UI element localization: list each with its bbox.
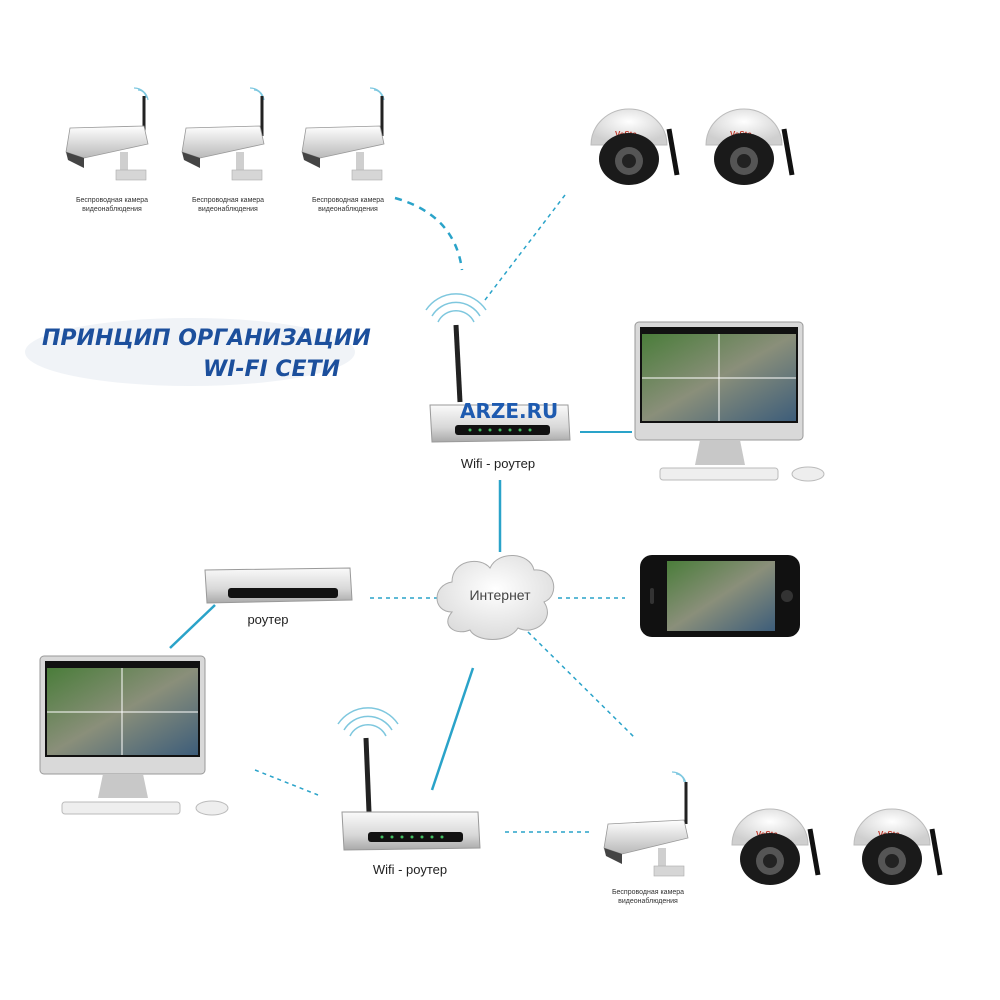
router-label: роутер <box>247 612 288 627</box>
dome-camera-2: VeSta <box>705 108 795 185</box>
internet-cloud: Интернет <box>436 555 555 640</box>
wifi-signal-icon <box>425 293 487 323</box>
watermark: ARZE.RU <box>460 399 558 423</box>
link-internet-wifi2 <box>430 667 475 791</box>
camera-label-line1: Беспроводная камера <box>192 197 264 204</box>
title-line1: ПРИНЦИП ОРГАНИЗАЦИИ <box>42 326 371 351</box>
link-cameras-router <box>394 196 464 271</box>
bullet-camera-2: Беспроводная камера видеонаблюдения <box>181 87 265 213</box>
diagram-title: ПРИНЦИП ОРГАНИЗАЦИИ WI-FI СЕТИ <box>25 318 371 386</box>
bullet-camera-1: Беспроводная камера видеонаблюдения <box>65 87 149 213</box>
monitor-top <box>634 321 825 482</box>
smartphone <box>640 555 800 637</box>
home-button-icon <box>781 590 793 602</box>
wifi-router-top: ARZE.RU Wifi - роутер <box>425 293 571 471</box>
link-monitor2-wifi2 <box>254 769 319 796</box>
mouse-icon <box>195 800 229 816</box>
wifi-signal-icon <box>337 707 399 737</box>
wifi-router-bottom-label: Wifi - роутер <box>373 862 447 877</box>
mouse-icon <box>791 466 825 482</box>
camera-label-line2: видеонаблюдения <box>318 205 378 213</box>
dome-camera-4: VeSta <box>853 808 943 885</box>
camera-label-line2: видеонаблюдения <box>198 205 258 213</box>
camera-label-line2: видеонаблюдения <box>82 205 142 213</box>
bullet-camera-4: Беспроводная камера видеонаблюдения <box>603 771 689 905</box>
link-router2-monitor <box>169 604 216 649</box>
router-left: роутер <box>204 567 353 627</box>
dome-camera-1: VeSta <box>590 108 680 185</box>
dome-camera-3: VeSta <box>731 808 821 885</box>
wifi-router-bottom: Wifi - роутер <box>337 707 481 877</box>
camera-label-line2: видеонаблюдения <box>618 897 678 905</box>
monitor-bottom <box>39 655 229 816</box>
internet-label: Интернет <box>469 587 531 603</box>
bullet-camera-3: Беспроводная камера видеонаблюдения <box>301 87 385 213</box>
camera-label-line1: Беспроводная камера <box>612 889 684 896</box>
camera-label-line1: Беспроводная камера <box>76 197 148 204</box>
connection-lines <box>169 194 636 833</box>
camera-label-line1: Беспроводная камера <box>312 197 384 204</box>
wifi-signal-icon <box>133 87 149 101</box>
title-line2: WI-FI СЕТИ <box>203 357 340 382</box>
wifi-router-top-label: Wifi - роутер <box>461 456 535 471</box>
wifi-signal-icon <box>671 771 687 785</box>
link-internet-cameras2 <box>527 631 636 739</box>
link-router-domes <box>484 194 566 301</box>
